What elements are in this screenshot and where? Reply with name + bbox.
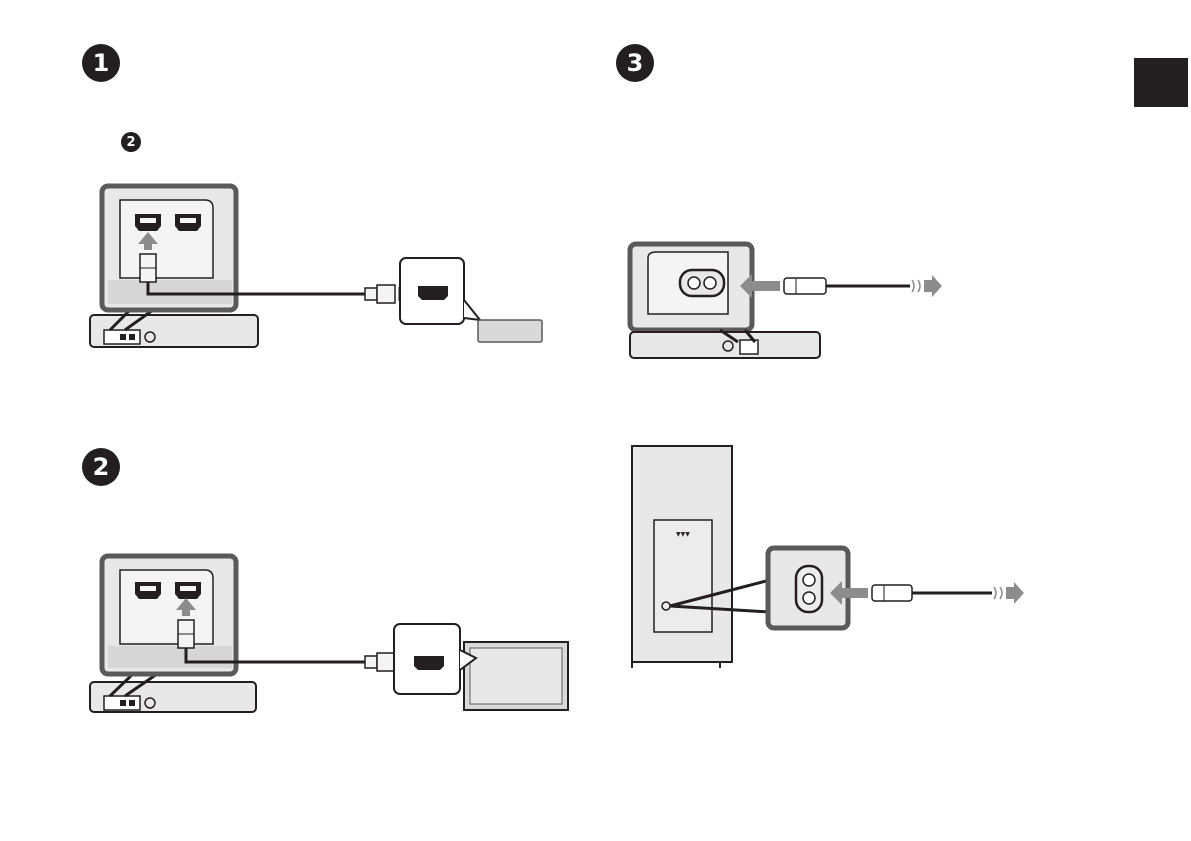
hdmi-port-icon — [135, 214, 161, 231]
power-inlet-icon — [680, 270, 724, 296]
hdmi-port-icon — [414, 656, 444, 670]
figure-hdmi-tv — [80, 550, 580, 720]
arrow-icon — [924, 275, 942, 297]
figure-soundbar-power — [620, 230, 960, 370]
hdmi-port-icon — [135, 582, 161, 599]
hdmi-plug-icon — [377, 653, 395, 671]
hdmi-port-icon — [418, 286, 448, 300]
language-tab — [1134, 58, 1191, 107]
figure-hdmi-device — [80, 180, 560, 360]
power-plug-icon — [784, 278, 826, 294]
hdmi-plug-icon — [377, 285, 395, 303]
step-2-badge: 2 — [82, 448, 120, 486]
step-3-badge: 3 — [616, 44, 654, 82]
arrow-icon — [1006, 582, 1024, 604]
step-2-reference-badge: 2 — [121, 132, 141, 152]
power-inlet-icon — [796, 566, 822, 612]
external-device — [478, 320, 542, 342]
power-plug-icon — [872, 585, 912, 601]
figure-subwoofer-power: ▼▼▼ — [620, 440, 1040, 680]
soundbar-body — [630, 332, 820, 358]
hdmi-port-icon — [175, 214, 201, 231]
step-1-badge: 1 — [82, 44, 120, 82]
svg-text:▼▼▼: ▼▼▼ — [676, 531, 690, 538]
hdmi-port-icon — [175, 582, 201, 599]
